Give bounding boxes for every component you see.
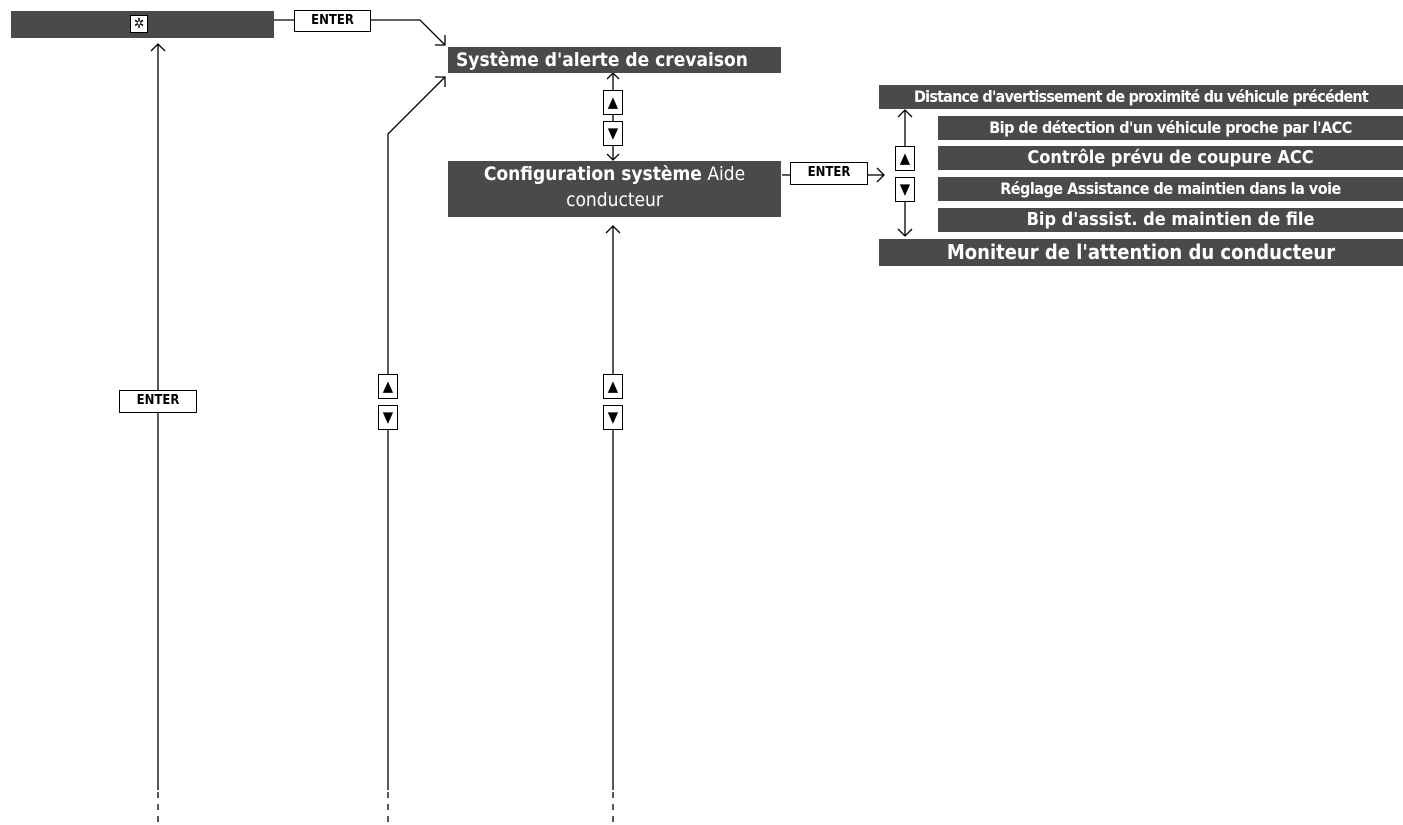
menu-flat-tire-alert[interactable]: Système d'alerte de crevaison (448, 47, 781, 73)
enter-key-left[interactable]: ENTER (119, 390, 197, 413)
submenu-item-proximity-distance[interactable]: Distance d'avertissement de proximité du… (879, 85, 1403, 109)
submenu-item-lane-keep-beep[interactable]: Bip d'assist. de maintien de file (938, 208, 1403, 232)
submenu-item-acc-close-beep[interactable]: Bip de détection d'un véhicule proche pa… (938, 116, 1403, 140)
submenu-item-lane-keep-settings[interactable]: Réglage Assistance de maintien dans la v… (938, 177, 1403, 201)
up-button-submenu[interactable]: ▲ (895, 146, 915, 171)
down-button-col3[interactable]: ▼ (603, 405, 623, 430)
enter-key-top[interactable]: ENTER (294, 10, 371, 32)
up-button-col3[interactable]: ▲ (603, 374, 623, 399)
down-button-submenu[interactable]: ▼ (895, 177, 915, 202)
down-button-col2[interactable]: ▼ (378, 405, 398, 430)
menu-driver-assist-title: Configuration système (483, 163, 702, 185)
submenu-item-attention-monitor[interactable]: Moniteur de l'attention du conducteur (879, 239, 1403, 266)
submenu-item-acc-cutoff[interactable]: Contrôle prévu de coupure ACC (938, 146, 1403, 170)
up-button-col2[interactable]: ▲ (378, 374, 398, 399)
gear-icon[interactable]: ✲ (130, 15, 148, 33)
menu-driver-assist[interactable]: Configuration système Aide conducteur (448, 161, 781, 217)
down-button-main[interactable]: ▼ (603, 121, 623, 146)
menu-flat-tire-label: Système d'alerte de crevaison (456, 49, 748, 71)
menu-driver-assist-subtitle: Aide conducteur (566, 163, 746, 211)
enter-key-assist[interactable]: ENTER (790, 162, 868, 185)
up-button-main[interactable]: ▲ (603, 90, 623, 115)
